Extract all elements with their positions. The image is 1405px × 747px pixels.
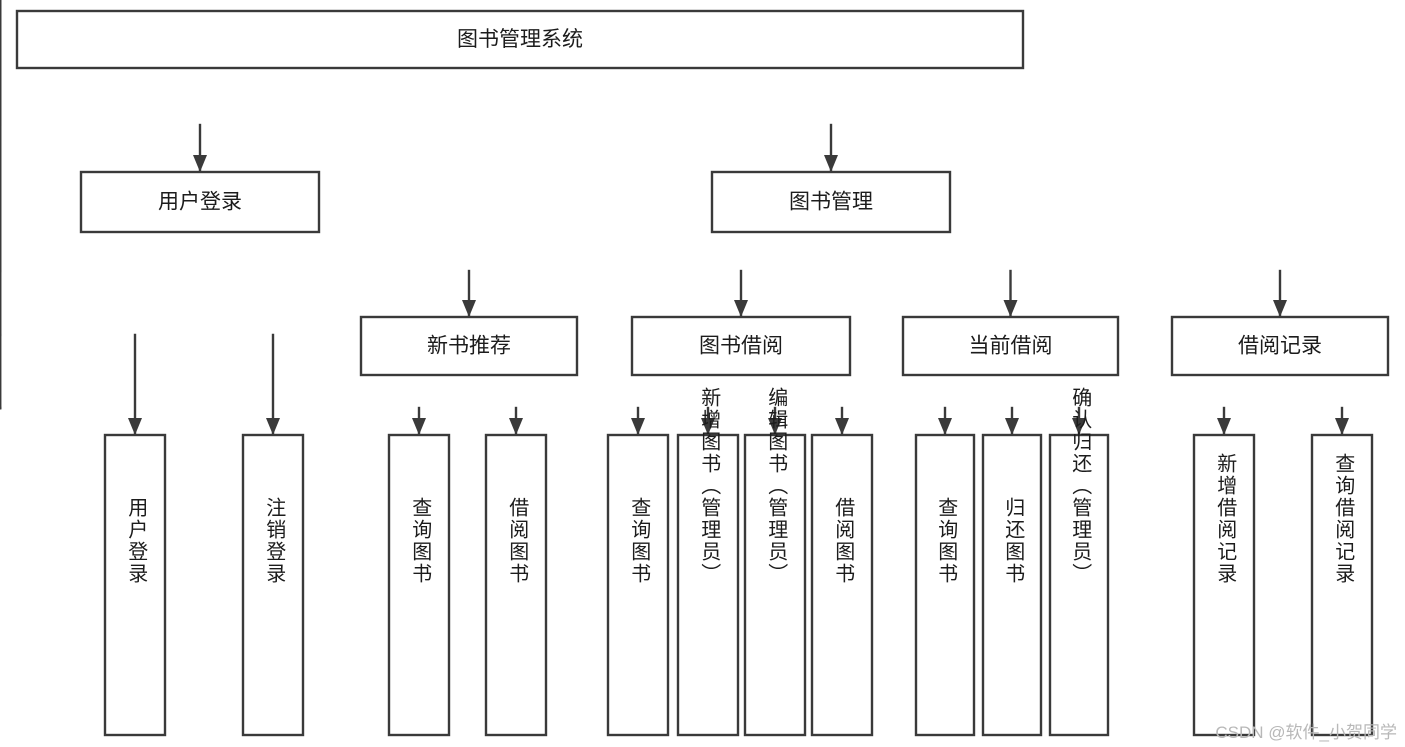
node-current-return-book[interactable]: 归还图书 (981, 433, 1043, 737)
node-label-current-borrow: 当前借阅 (969, 335, 1053, 358)
node-label-record-query: 查询借阅记录 (1332, 453, 1355, 585)
edges-layer (0, 0, 1349, 436)
arrow-head-icon (768, 418, 782, 435)
arrow-head-icon (734, 300, 748, 317)
arrow-head-icon (1335, 418, 1349, 435)
arrow-head-icon (824, 155, 838, 172)
node-box-borrow-borrow-book[interactable] (810, 433, 874, 737)
node-label-current-confirm-return: 确认归还（管理员） (1069, 387, 1092, 585)
node-box-recommend-query-book[interactable] (387, 433, 451, 737)
arrow-head-icon (1217, 418, 1231, 435)
node-label-borrow-borrow-book: 借阅图书 (832, 497, 855, 585)
node-box-recommend-borrow-book[interactable] (484, 433, 548, 737)
node-label-recommend-query-book: 查询图书 (409, 497, 432, 585)
arrow-head-icon (631, 418, 645, 435)
arrow-head-icon (835, 418, 849, 435)
node-borrow-edit-book[interactable]: 编辑图书（管理员） (743, 387, 807, 737)
node-user-logout[interactable]: 注销登录 (241, 433, 305, 737)
watermark-text: CSDN @软件_小贺同学 (1215, 723, 1397, 742)
node-borrow-query-book[interactable]: 查询图书 (606, 433, 670, 737)
arrow-head-icon (1005, 418, 1019, 435)
node-box-borrow-add-book[interactable] (676, 433, 740, 737)
arrow-head-icon (266, 418, 280, 435)
node-record-add[interactable]: 新增借阅记录 (1192, 433, 1256, 737)
node-borrow-record[interactable]: 借阅记录 (1170, 315, 1390, 377)
node-borrow-add-book[interactable]: 新增图书（管理员） (676, 387, 740, 737)
node-label-borrow-edit-book: 编辑图书（管理员） (765, 387, 788, 585)
node-box-user-login[interactable] (79, 170, 321, 234)
arrow-head-icon (701, 418, 715, 435)
node-label-book-borrow: 图书借阅 (699, 335, 783, 358)
node-user-login[interactable]: 用户登录 (79, 170, 321, 234)
node-root[interactable]: 图书管理系统 (15, 9, 1025, 70)
node-recommend-borrow-book[interactable]: 借阅图书 (484, 433, 548, 737)
node-label-user-login: 用户登录 (158, 191, 242, 214)
node-label-user-login-do: 用户登录 (125, 497, 148, 585)
arrow-head-icon (462, 300, 476, 317)
node-box-book-borrow[interactable] (630, 315, 852, 377)
arrow-head-icon (1072, 418, 1086, 435)
node-current-borrow[interactable]: 当前借阅 (901, 315, 1120, 377)
node-current-query-book[interactable]: 查询图书 (914, 433, 976, 737)
arrow-head-icon (1273, 300, 1287, 317)
node-label-record-add: 新增借阅记录 (1214, 453, 1237, 585)
node-box-current-return-book[interactable] (981, 433, 1043, 737)
node-box-user-logout[interactable] (241, 433, 305, 737)
node-box-record-add[interactable] (1192, 433, 1256, 737)
node-label-root: 图书管理系统 (457, 28, 583, 51)
node-box-borrow-record[interactable] (1170, 315, 1390, 377)
arrow-head-icon (128, 418, 142, 435)
node-book-manage[interactable]: 图书管理 (710, 170, 952, 234)
arrow-head-icon (1003, 300, 1018, 317)
node-box-record-query[interactable] (1310, 433, 1374, 737)
node-recommend-query-book[interactable]: 查询图书 (387, 433, 451, 737)
node-borrow-borrow-book[interactable]: 借阅图书 (810, 433, 874, 737)
node-box-borrow-query-book[interactable] (606, 433, 670, 737)
arrow-head-icon (193, 155, 207, 172)
node-box-current-confirm-return[interactable] (1048, 433, 1110, 737)
arrow-head-icon (412, 418, 426, 435)
node-label-recommend-borrow-book: 借阅图书 (506, 497, 529, 585)
node-label-current-return-book: 归还图书 (1002, 497, 1025, 585)
node-box-new-book-recommend[interactable] (359, 315, 579, 377)
node-box-current-query-book[interactable] (914, 433, 976, 737)
node-box-current-borrow[interactable] (901, 315, 1120, 377)
node-new-book-recommend[interactable]: 新书推荐 (359, 315, 579, 377)
node-label-borrow-record: 借阅记录 (1238, 335, 1322, 358)
node-label-borrow-query-book: 查询图书 (628, 497, 651, 585)
arrow-head-icon (938, 418, 952, 435)
node-label-user-logout: 注销登录 (263, 497, 286, 585)
node-label-borrow-add-book: 新增图书（管理员） (698, 387, 721, 585)
arrow-head-icon (509, 418, 523, 435)
node-box-user-login-do[interactable] (103, 433, 167, 737)
node-label-current-query-book: 查询图书 (935, 497, 958, 585)
node-box-borrow-edit-book[interactable] (743, 433, 807, 737)
node-book-borrow[interactable]: 图书借阅 (630, 315, 852, 377)
node-box-root[interactable] (15, 9, 1025, 70)
node-label-new-book-recommend: 新书推荐 (427, 335, 511, 358)
node-label-book-manage: 图书管理 (789, 191, 873, 214)
node-record-query[interactable]: 查询借阅记录 (1310, 433, 1374, 737)
node-current-confirm-return[interactable]: 确认归还（管理员） (1048, 387, 1110, 737)
node-box-book-manage[interactable] (710, 170, 952, 234)
nodes-layer: 图书管理系统用户登录用户登录注销登录图书管理新书推荐查询图书借阅图书图书借阅查询… (15, 9, 1390, 737)
node-user-login-do[interactable]: 用户登录 (103, 433, 167, 737)
